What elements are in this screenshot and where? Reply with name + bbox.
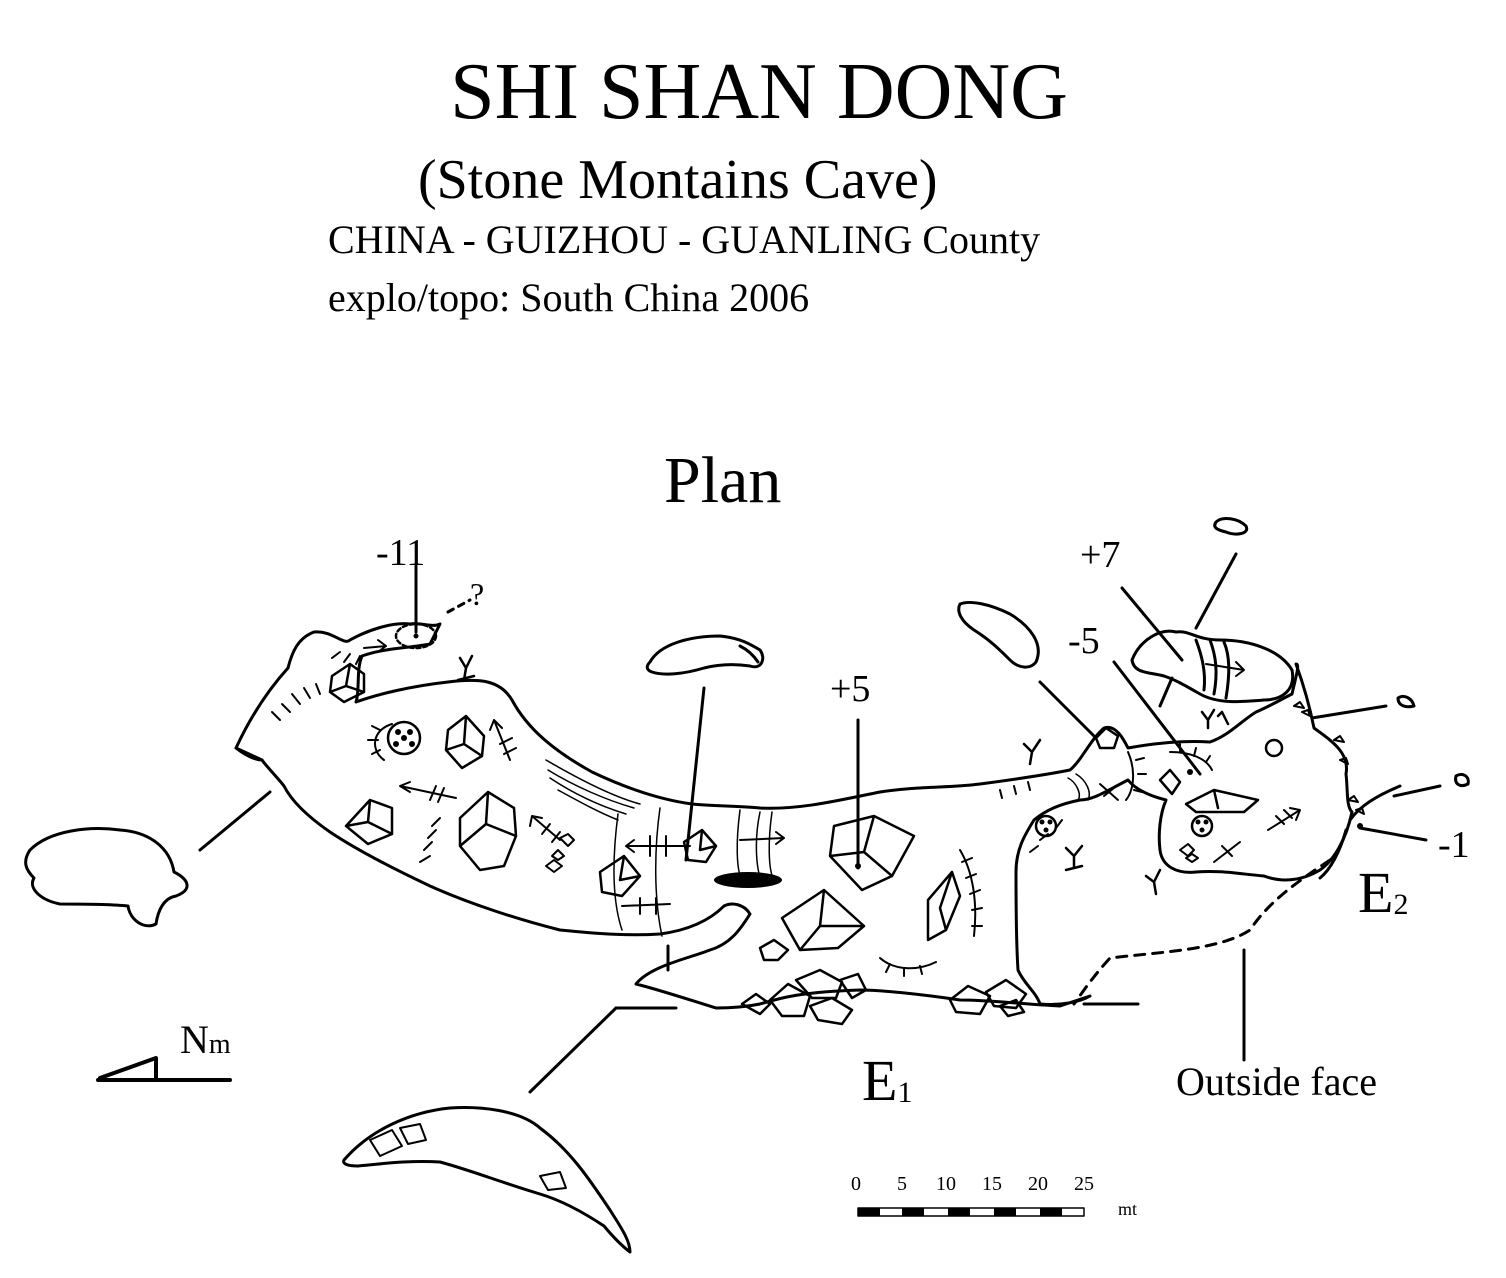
slope-arrow [625, 835, 691, 857]
depth-label-east-entrance: -1 [1438, 824, 1470, 866]
slope-arrow [1213, 841, 1241, 863]
outlier-chamber-west [24, 827, 189, 928]
boulder [808, 996, 854, 1026]
boulder [1094, 726, 1120, 750]
map-credit: explo/topo: South China 2006 [328, 275, 810, 320]
boulder [328, 662, 366, 704]
boulder [998, 998, 1026, 1018]
scale-tick-5: 5 [897, 1173, 907, 1195]
boulder [740, 992, 772, 1016]
north-arrow [96, 1056, 232, 1082]
boulder [444, 714, 486, 770]
plan-label: Plan [664, 444, 782, 517]
pit-west [394, 622, 438, 650]
cave-outline [234, 622, 1354, 1010]
boulder [948, 984, 992, 1016]
slope-arrow [739, 831, 785, 845]
depth-label-east-mid: -5 [1068, 620, 1100, 662]
boulder [926, 870, 962, 942]
pointer-east-upper [1120, 586, 1184, 662]
scale-tick-10: 10 [936, 1173, 956, 1195]
scale-bar [857, 1207, 1085, 1217]
outside-face-label: Outside face [1176, 1059, 1378, 1104]
map-location: CHINA - GUIZHOU - GUANLING County [328, 217, 1041, 262]
boulder [828, 814, 916, 892]
slope-arrow [399, 781, 457, 803]
outside-talus-slope [342, 1106, 632, 1254]
slope-arrow [1267, 807, 1301, 831]
slope-arrow [1205, 661, 1245, 677]
pointer-east-mid [1112, 660, 1202, 776]
scale-unit: mt [1118, 1199, 1138, 1219]
boulder [344, 798, 394, 846]
water-pool [714, 872, 782, 888]
boulder [984, 978, 1028, 1010]
boulder [598, 854, 642, 898]
unknown-continuation-label: ? [470, 576, 485, 612]
scale-tick-15: 15 [982, 1173, 1002, 1195]
depth-label-center: +5 [830, 668, 871, 710]
slope-arrow [489, 719, 517, 761]
entrance-e1-label: E1 [862, 1048, 913, 1113]
scale-tick-0: 0 [851, 1173, 861, 1195]
north-arrow-label: Nm [180, 1017, 231, 1062]
upper-east-chamber [1130, 629, 1295, 704]
slope-arrow [621, 897, 671, 915]
scale-tick-25: 25 [1074, 1173, 1094, 1195]
boulder [682, 828, 718, 864]
outlier-chamber-north [645, 634, 765, 676]
boulder [458, 790, 518, 872]
boulder [1158, 768, 1182, 796]
map-subtitle: (Stone Montains Cave) [418, 149, 938, 211]
depth-label-west-pit: -11 [376, 532, 426, 574]
boulder [1184, 788, 1260, 814]
boulder [794, 968, 844, 1000]
boulder [768, 982, 812, 1018]
pointer-east-entrance [1358, 826, 1428, 842]
slope-arrow [363, 639, 387, 653]
boulder [780, 888, 866, 952]
map-title: SHI SHAN DONG [450, 48, 1068, 136]
outlier-chamber-northeast [957, 600, 1040, 669]
depth-label-east-upper: +7 [1080, 534, 1121, 576]
entrance-e2-label: E2 [1358, 860, 1409, 925]
slope-arrow [529, 815, 561, 843]
boulder [838, 972, 868, 1000]
scale-tick-20: 20 [1028, 1173, 1048, 1195]
pit-shaft [386, 720, 422, 756]
